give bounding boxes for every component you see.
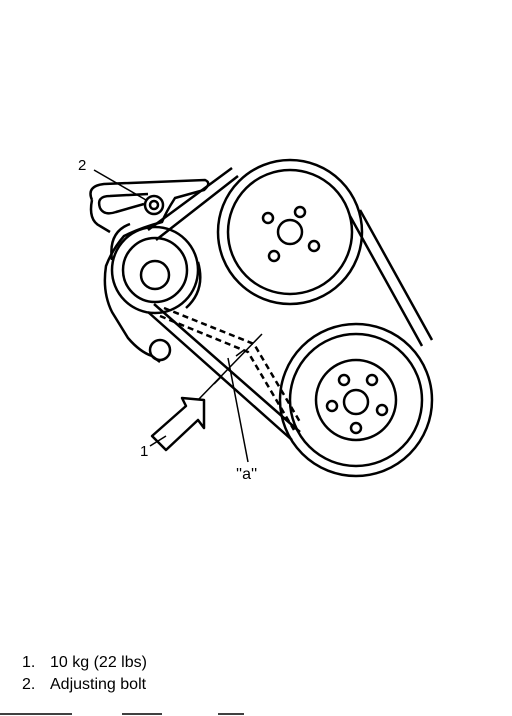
water-pump-pulley-outer (216, 158, 364, 306)
alternator-pulley-outer (110, 225, 200, 315)
legend-item: 1. 10 kg (22 lbs) (22, 652, 147, 674)
crankshaft-pulley-hub (342, 388, 370, 416)
push-force-arrow-icon (150, 396, 206, 452)
callout-label-2: 2 (78, 157, 87, 174)
adjusting-bolt-center (148, 199, 160, 211)
callout-leader-1 (149, 435, 167, 447)
adjusting-bolt (143, 194, 165, 216)
deflection-arrow-tip (213, 349, 245, 385)
callout-leader-2 (93, 169, 147, 201)
deflection-measure-line (197, 333, 263, 463)
water-pump-bolt-hole (293, 205, 307, 219)
pivot-bolt (148, 338, 172, 362)
legend-item-text: Adjusting bolt (50, 676, 147, 693)
drive-belt-top (147, 166, 239, 241)
crankshaft-pulley-rim (314, 358, 398, 442)
crankshaft-pulley-inner (288, 332, 424, 468)
drive-belt-right (348, 209, 434, 347)
deflected-belt (159, 306, 302, 431)
crankshaft-bolt-hole (325, 399, 339, 413)
water-pump-pulley-hub (276, 218, 304, 246)
drive-belt-lower (147, 303, 301, 441)
crankshaft-bolt-hole (375, 403, 389, 417)
crankshaft-bolt-hole (337, 373, 351, 387)
legend-item-number: 2. (22, 676, 36, 693)
bracket-slot (97, 192, 149, 215)
crankshaft-pulley-outer (278, 322, 434, 478)
callout-label-1: 1 (140, 443, 149, 460)
crankshaft-bolt-hole (365, 373, 379, 387)
water-pump-bolt-hole (267, 249, 281, 263)
alternator-body (110, 222, 202, 309)
callout-label-deflection: ''a'' (236, 466, 258, 483)
legend-item-number: 1. (22, 654, 36, 671)
bracket-outline-lower (89, 199, 111, 234)
crankshaft-bolt-hole (349, 421, 363, 435)
legend-item-text: 10 kg (22 lbs) (50, 654, 147, 671)
legend: 1. 10 kg (22 lbs) 2. Adjusting bolt (22, 652, 147, 696)
alternator-pulley-hub (139, 259, 171, 291)
water-pump-pulley-inner (226, 168, 354, 296)
water-pump-bolt-hole (307, 239, 321, 253)
legend-item: 2. Adjusting bolt (22, 674, 147, 696)
water-pump-bolt-hole (261, 211, 275, 225)
alternator-pulley-groove (121, 236, 189, 304)
